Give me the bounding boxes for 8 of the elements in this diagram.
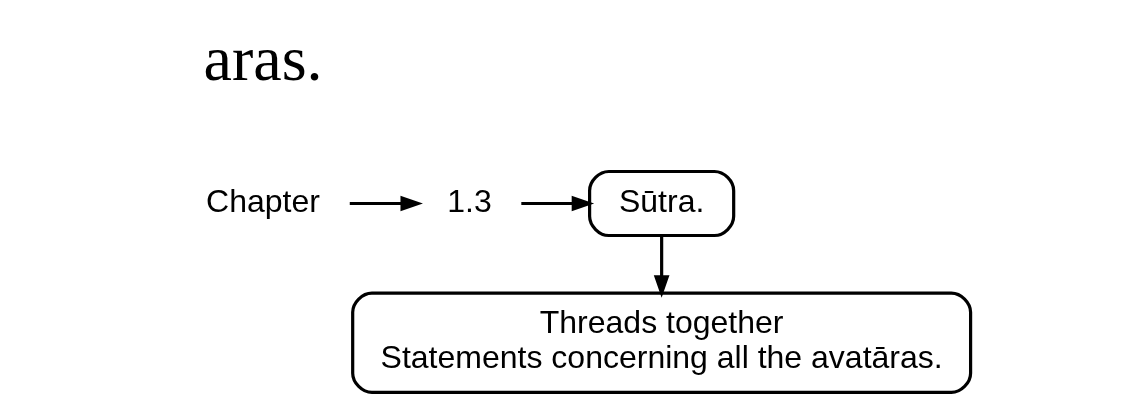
label: aras. — [203, 23, 323, 95]
node-text: Chapter — [205, 182, 320, 219]
node-box: Threads together Statements concerning all the avatāras. — [350, 291, 972, 394]
arrow — [349, 195, 423, 212]
arrow — [520, 195, 594, 212]
node-text: 1.3 — [446, 182, 492, 219]
arrow — [653, 236, 669, 298]
node-box: Sūtra. — [587, 169, 735, 238]
